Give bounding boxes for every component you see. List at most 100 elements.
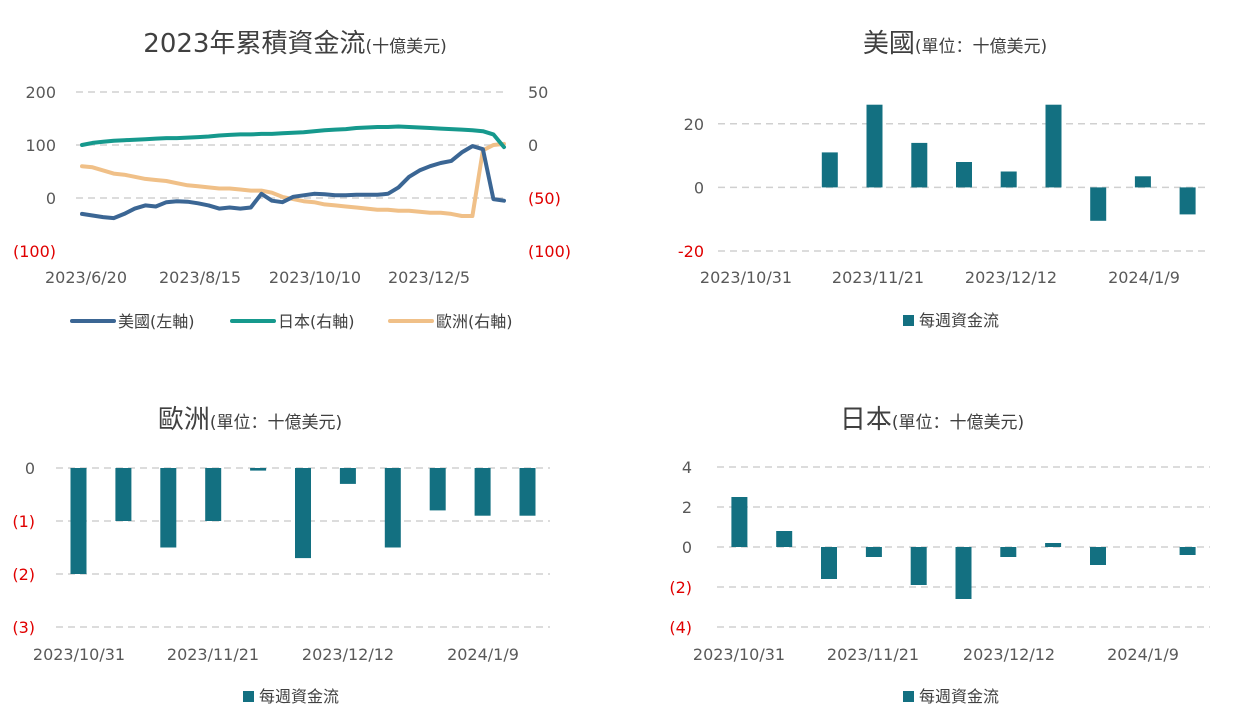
bar: [519, 468, 536, 516]
x-tick-label: 2023/11/21: [832, 268, 924, 287]
cumulative-title-sub: (十億美元): [365, 37, 446, 57]
cumulative-right-axis-ticks: 500(50)(100): [528, 83, 571, 261]
cumulative-series-lines: [80, 124, 506, 221]
series-line-us: [80, 144, 506, 221]
legend-swatch: [243, 691, 254, 702]
x-tick-label: 2023/10/31: [693, 645, 785, 664]
left-y-tick-label: (100): [13, 242, 56, 261]
bar: [1045, 543, 1062, 547]
japan-chart-title: 日本(單位：十億美元): [840, 405, 1024, 435]
y-tick-label: (2): [12, 565, 35, 584]
y-tick-label: (2): [669, 578, 692, 597]
y-tick-label: 0: [25, 459, 35, 478]
europe-x-axis-ticks: 2023/10/31 2023/11/21 2023/12/12 2024/1/…: [33, 645, 519, 664]
x-tick-label: 2023/11/21: [827, 645, 919, 664]
left-y-tick-label: 0: [46, 189, 56, 208]
left-y-tick-label: 100: [25, 136, 56, 155]
y-tick-label: -20: [678, 242, 704, 261]
cumulative-chart-title: 2023年累積資金流(十億美元): [143, 29, 446, 59]
bar: [821, 547, 837, 579]
right-y-tick-label: 0: [528, 136, 538, 155]
us-title-sub: (單位：十億美元): [915, 37, 1047, 57]
bar: [1045, 104, 1062, 188]
japan-title-sub: (單位：十億美元): [892, 413, 1024, 433]
bar: [429, 468, 446, 511]
europe-legend: 每週資金流: [243, 687, 339, 706]
bar: [1179, 547, 1196, 555]
bar: [866, 104, 883, 188]
japan-y-axis-ticks: 420(2)(4): [669, 458, 692, 637]
bar: [295, 468, 311, 559]
bar: [1179, 187, 1196, 215]
x-tick-label: 2023/10/10: [269, 268, 361, 287]
x-tick-label: 2023/10/31: [33, 645, 125, 664]
legend-swatch: [903, 691, 914, 702]
bar: [205, 468, 222, 521]
y-tick-label: 0: [682, 538, 692, 557]
x-tick-label: 2023/12/5: [388, 268, 470, 287]
cumulative-grid: [76, 91, 504, 199]
japan-chart-panel: 日本(單位：十億美元) 420(2)(4) 2023/10/31 2023/11…: [669, 405, 1210, 706]
x-tick-label: 2023/12/12: [965, 268, 1057, 287]
legend-swatch: [903, 315, 914, 326]
y-tick-label: 2: [682, 498, 692, 517]
bar: [250, 468, 267, 471]
bar: [956, 162, 972, 188]
y-tick-label: 0: [694, 178, 704, 197]
us-chart-title: 美國(單位：十億美元): [863, 29, 1047, 59]
y-tick-label: 4: [682, 458, 692, 477]
bar: [160, 468, 177, 548]
bar: [1000, 171, 1017, 188]
legend-label: 每週資金流: [919, 311, 999, 330]
us-bars: [821, 104, 1196, 221]
cumulative-title-main: 2023年累積資金流: [143, 29, 365, 59]
europe-title-main: 歐洲: [158, 405, 210, 435]
series-line-japan: [80, 124, 506, 150]
left-y-tick-label: 200: [25, 83, 56, 102]
us-chart-panel: 美國(單位：十億美元) 200-20 2023/10/31 2023/11/21…: [678, 29, 1210, 330]
europe-title-sub: (單位：十億美元): [210, 413, 342, 433]
x-tick-label: 2023/11/21: [167, 645, 259, 664]
x-tick-label: 2024/1/9: [447, 645, 519, 664]
x-tick-label: 2023/12/12: [302, 645, 394, 664]
bar: [776, 531, 793, 547]
bar: [731, 497, 748, 547]
bar: [1090, 187, 1107, 221]
us-x-axis-ticks: 2023/10/31 2023/11/21 2023/12/12 2024/1/…: [700, 268, 1180, 287]
bar: [865, 547, 882, 557]
bar: [474, 468, 491, 516]
cumulative-left-axis-ticks: 200 100 0 (100): [13, 83, 56, 261]
japan-x-axis-ticks: 2023/10/31 2023/11/21 2023/12/12 2024/1/…: [693, 645, 1179, 664]
bar: [910, 547, 927, 585]
right-y-tick-label: (50): [528, 189, 561, 208]
bar: [115, 468, 132, 521]
europe-bars: [70, 468, 536, 574]
y-tick-label: (1): [12, 512, 35, 531]
bar: [384, 468, 401, 548]
cumulative-legend: 美國(左軸) 日本(右軸) 歐洲(右軸): [70, 312, 513, 331]
japan-title-main: 日本: [840, 405, 892, 435]
legend-label-japan: 日本(右軸): [278, 312, 355, 331]
europe-y-axis-ticks: 0(1)(2)(3): [12, 459, 35, 637]
europe-chart-panel: 歐洲(單位：十億美元) 0(1)(2)(3) 2023/10/31 2023/1…: [12, 405, 550, 706]
cumulative-x-axis-ticks: 2023/6/20 2023/8/15 2023/10/10 2023/12/5: [45, 268, 470, 287]
bar: [339, 468, 356, 484]
legend-label: 每週資金流: [919, 687, 999, 706]
x-tick-label: 2023/12/12: [963, 645, 1055, 664]
bar: [1090, 547, 1106, 565]
legend-label-us: 美國(左軸): [118, 312, 195, 331]
bar: [1134, 176, 1151, 188]
japan-bars: [731, 497, 1196, 599]
x-tick-label: 2023/6/20: [45, 268, 127, 287]
bar: [911, 142, 928, 188]
us-y-axis-ticks: 200-20: [678, 115, 704, 261]
europe-chart-title: 歐洲(單位：十億美元): [158, 405, 342, 435]
us-legend: 每週資金流: [903, 311, 999, 330]
bar: [1000, 547, 1017, 557]
bar: [821, 152, 838, 188]
japan-legend: 每週資金流: [903, 687, 999, 706]
x-tick-label: 2024/1/9: [1108, 268, 1180, 287]
x-tick-label: 2023/10/31: [700, 268, 792, 287]
right-y-tick-label: (100): [528, 242, 571, 261]
